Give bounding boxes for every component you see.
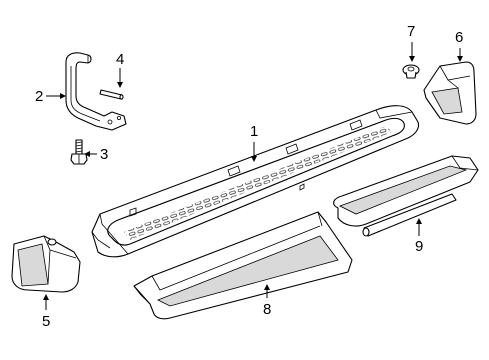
callout-1: 1	[250, 123, 259, 140]
part-4-pin	[99, 89, 124, 100]
leader-9	[416, 218, 422, 236]
callout-2: 2	[35, 88, 44, 105]
leader-4	[117, 68, 123, 88]
leader-7	[409, 42, 415, 62]
leader-2	[46, 93, 66, 99]
part-2-bracket	[65, 52, 127, 131]
callout-8: 8	[263, 301, 272, 318]
part-6-end-cap	[423, 61, 477, 125]
callout-7: 7	[407, 23, 416, 40]
part-7-clip	[402, 64, 420, 79]
leader-5	[43, 294, 49, 310]
leader-3	[84, 151, 97, 157]
part-5-front-cap	[11, 235, 81, 293]
leader-8	[264, 284, 270, 298]
callout-3: 3	[100, 146, 109, 163]
part-8-lower-trim	[133, 211, 353, 320]
callout-5: 5	[42, 313, 51, 330]
leader-1	[251, 142, 257, 162]
callout-6: 6	[455, 29, 464, 46]
part-1-step-board	[91, 105, 420, 258]
part-3-bolt	[70, 139, 88, 165]
callout-9: 9	[415, 238, 424, 255]
leader-6	[457, 48, 463, 62]
callout-4: 4	[116, 51, 125, 68]
part-9-side-panel	[333, 155, 479, 237]
